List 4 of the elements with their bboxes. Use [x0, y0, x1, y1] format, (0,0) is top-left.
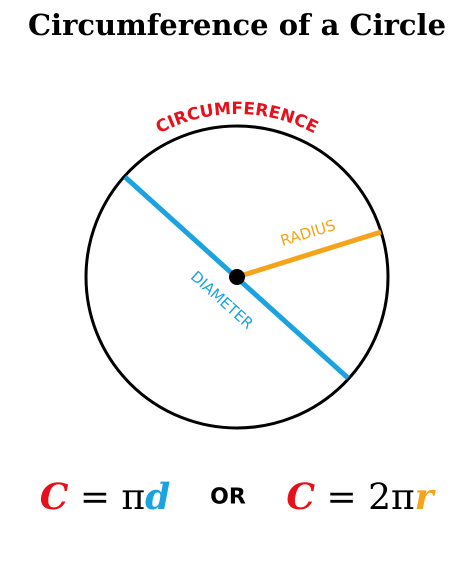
or-text: OR	[210, 484, 246, 510]
title: Circumference of a Circle	[26, 8, 448, 42]
formula: C = πd	[40, 476, 170, 518]
formula: C = 2πr	[286, 476, 434, 518]
